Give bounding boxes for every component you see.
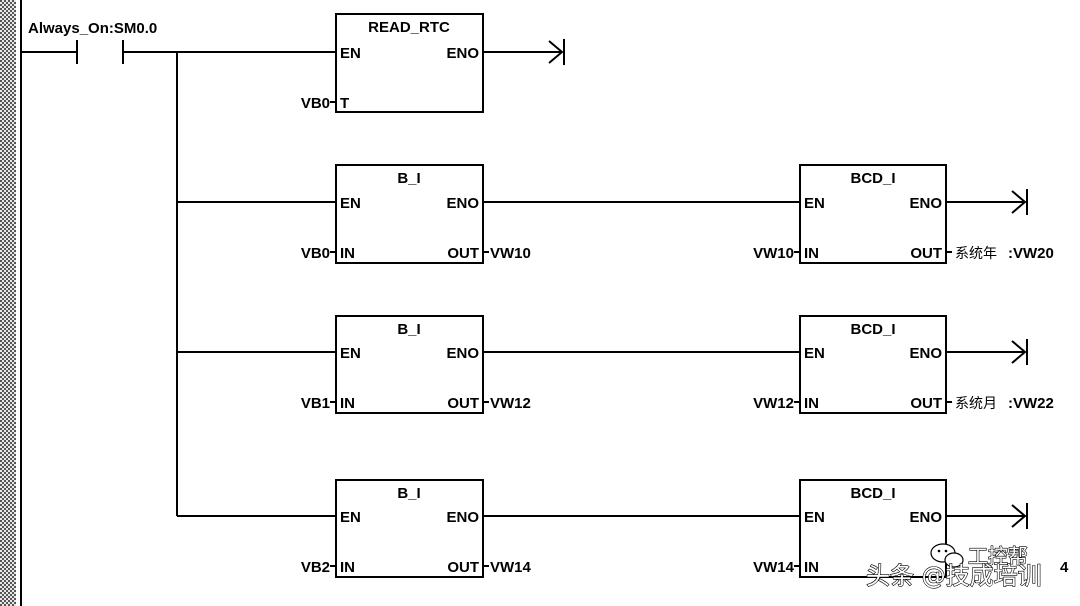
- b-i-eno-pin: ENO: [446, 509, 479, 526]
- b-i-in-operand[interactable]: VB1: [301, 395, 330, 412]
- bcd-i-out-pin: OUT: [910, 245, 942, 262]
- bcd-i-eno-arrow: [1011, 340, 1027, 364]
- bcd-i-eno-arrow: [1011, 190, 1027, 214]
- b-i-en-pin: EN: [340, 345, 361, 362]
- read-rtc-en-pin: EN: [340, 45, 361, 62]
- b-i-in-pin: IN: [340, 395, 355, 412]
- bcd-i-in-operand[interactable]: VW14: [753, 559, 795, 576]
- b-i-block[interactable]: B_I EN ENO IN OUT: [335, 164, 484, 264]
- bcd-i-eno-arrow: [1011, 504, 1027, 528]
- b-i-title: B_I: [397, 321, 420, 338]
- bcd-i-in-operand[interactable]: VW12: [753, 395, 794, 412]
- b-i-in-operand[interactable]: VB2: [301, 559, 330, 576]
- b-i-out-pin: OUT: [447, 559, 479, 576]
- b-i-out-pin: OUT: [447, 245, 479, 262]
- read-rtc-block[interactable]: READ_RTC EN ENO T: [335, 13, 484, 113]
- read-rtc-title: READ_RTC: [368, 19, 450, 36]
- b-i-in-operand[interactable]: VB0: [301, 245, 330, 262]
- b-i-title: B_I: [397, 485, 420, 502]
- b-i-in-pin: IN: [340, 245, 355, 262]
- wechat-icon: [930, 543, 964, 568]
- bcd-i-out-symbol[interactable]: 系统年: [955, 246, 997, 262]
- bcd-i-block[interactable]: BCD_I EN ENO IN OUT: [799, 164, 947, 264]
- bcd-i-out-address[interactable]: :VW22: [1008, 395, 1054, 412]
- bcd-i-title: BCD_I: [850, 485, 895, 502]
- b-i-en-pin: EN: [340, 195, 361, 212]
- bcd-i-en-pin: EN: [804, 195, 825, 212]
- bcd-i-en-pin: EN: [804, 345, 825, 362]
- bcd-i-in-operand[interactable]: VW10: [753, 245, 794, 262]
- b-i-block[interactable]: B_I EN ENO IN OUT: [335, 479, 484, 578]
- read-rtc-eno-arrow: [548, 40, 564, 64]
- b-i-out-operand[interactable]: VW14: [490, 559, 532, 576]
- contact-label[interactable]: Always_On:SM0.0: [28, 20, 157, 37]
- bcd-i-out-pin: OUT: [910, 395, 942, 412]
- b-i-title: B_I: [397, 170, 420, 187]
- bcd-i-eno-pin: ENO: [909, 345, 942, 362]
- bcd-i-in-pin: IN: [804, 559, 819, 576]
- bcd-i-title: BCD_I: [850, 321, 895, 338]
- read-rtc-eno-pin: ENO: [446, 45, 479, 62]
- bcd-i-block[interactable]: BCD_I EN ENO IN OUT: [799, 315, 947, 414]
- read-rtc-t-pin: T: [340, 95, 349, 112]
- bcd-i-en-pin: EN: [804, 509, 825, 526]
- conversion-row-1: B_I EN ENO IN OUT VB0 VW10 BCD_I EN ENO …: [177, 164, 1054, 264]
- conversion-row-3: B_I EN ENO IN OUT VB2 VW14 BCD_I EN ENO …: [177, 479, 1069, 578]
- b-i-out-operand[interactable]: VW12: [490, 395, 531, 412]
- bcd-i-out-symbol[interactable]: 系统月: [955, 396, 997, 412]
- watermark-line2: 头条 @技成培训: [866, 562, 1042, 590]
- b-i-eno-pin: ENO: [446, 195, 479, 212]
- bcd-i-eno-pin: ENO: [909, 509, 942, 526]
- b-i-eno-pin: ENO: [446, 345, 479, 362]
- power-rail: [0, 0, 16, 606]
- b-i-block[interactable]: B_I EN ENO IN OUT: [335, 315, 484, 414]
- bcd-i-in-pin: IN: [804, 245, 819, 262]
- watermark: 工控帮 头条 @技成培训: [865, 543, 1042, 591]
- b-i-in-pin: IN: [340, 559, 355, 576]
- b-i-out-operand[interactable]: VW10: [490, 245, 531, 262]
- bcd-i-title: BCD_I: [850, 170, 895, 187]
- conversion-row-2: B_I EN ENO IN OUT VB1 VW12 BCD_I EN ENO …: [177, 315, 1054, 414]
- watermark-line1: 工控帮: [968, 544, 1028, 568]
- b-i-out-pin: OUT: [447, 395, 479, 412]
- bcd-i-out-address[interactable]: 4: [1060, 559, 1069, 576]
- bcd-i-in-pin: IN: [804, 395, 819, 412]
- bcd-i-block[interactable]: BCD_I EN ENO IN: [799, 479, 947, 578]
- bcd-i-out-address[interactable]: :VW20: [1008, 245, 1054, 262]
- b-i-en-pin: EN: [340, 509, 361, 526]
- bcd-i-eno-pin: ENO: [909, 195, 942, 212]
- read-rtc-t-operand[interactable]: VB0: [301, 95, 330, 112]
